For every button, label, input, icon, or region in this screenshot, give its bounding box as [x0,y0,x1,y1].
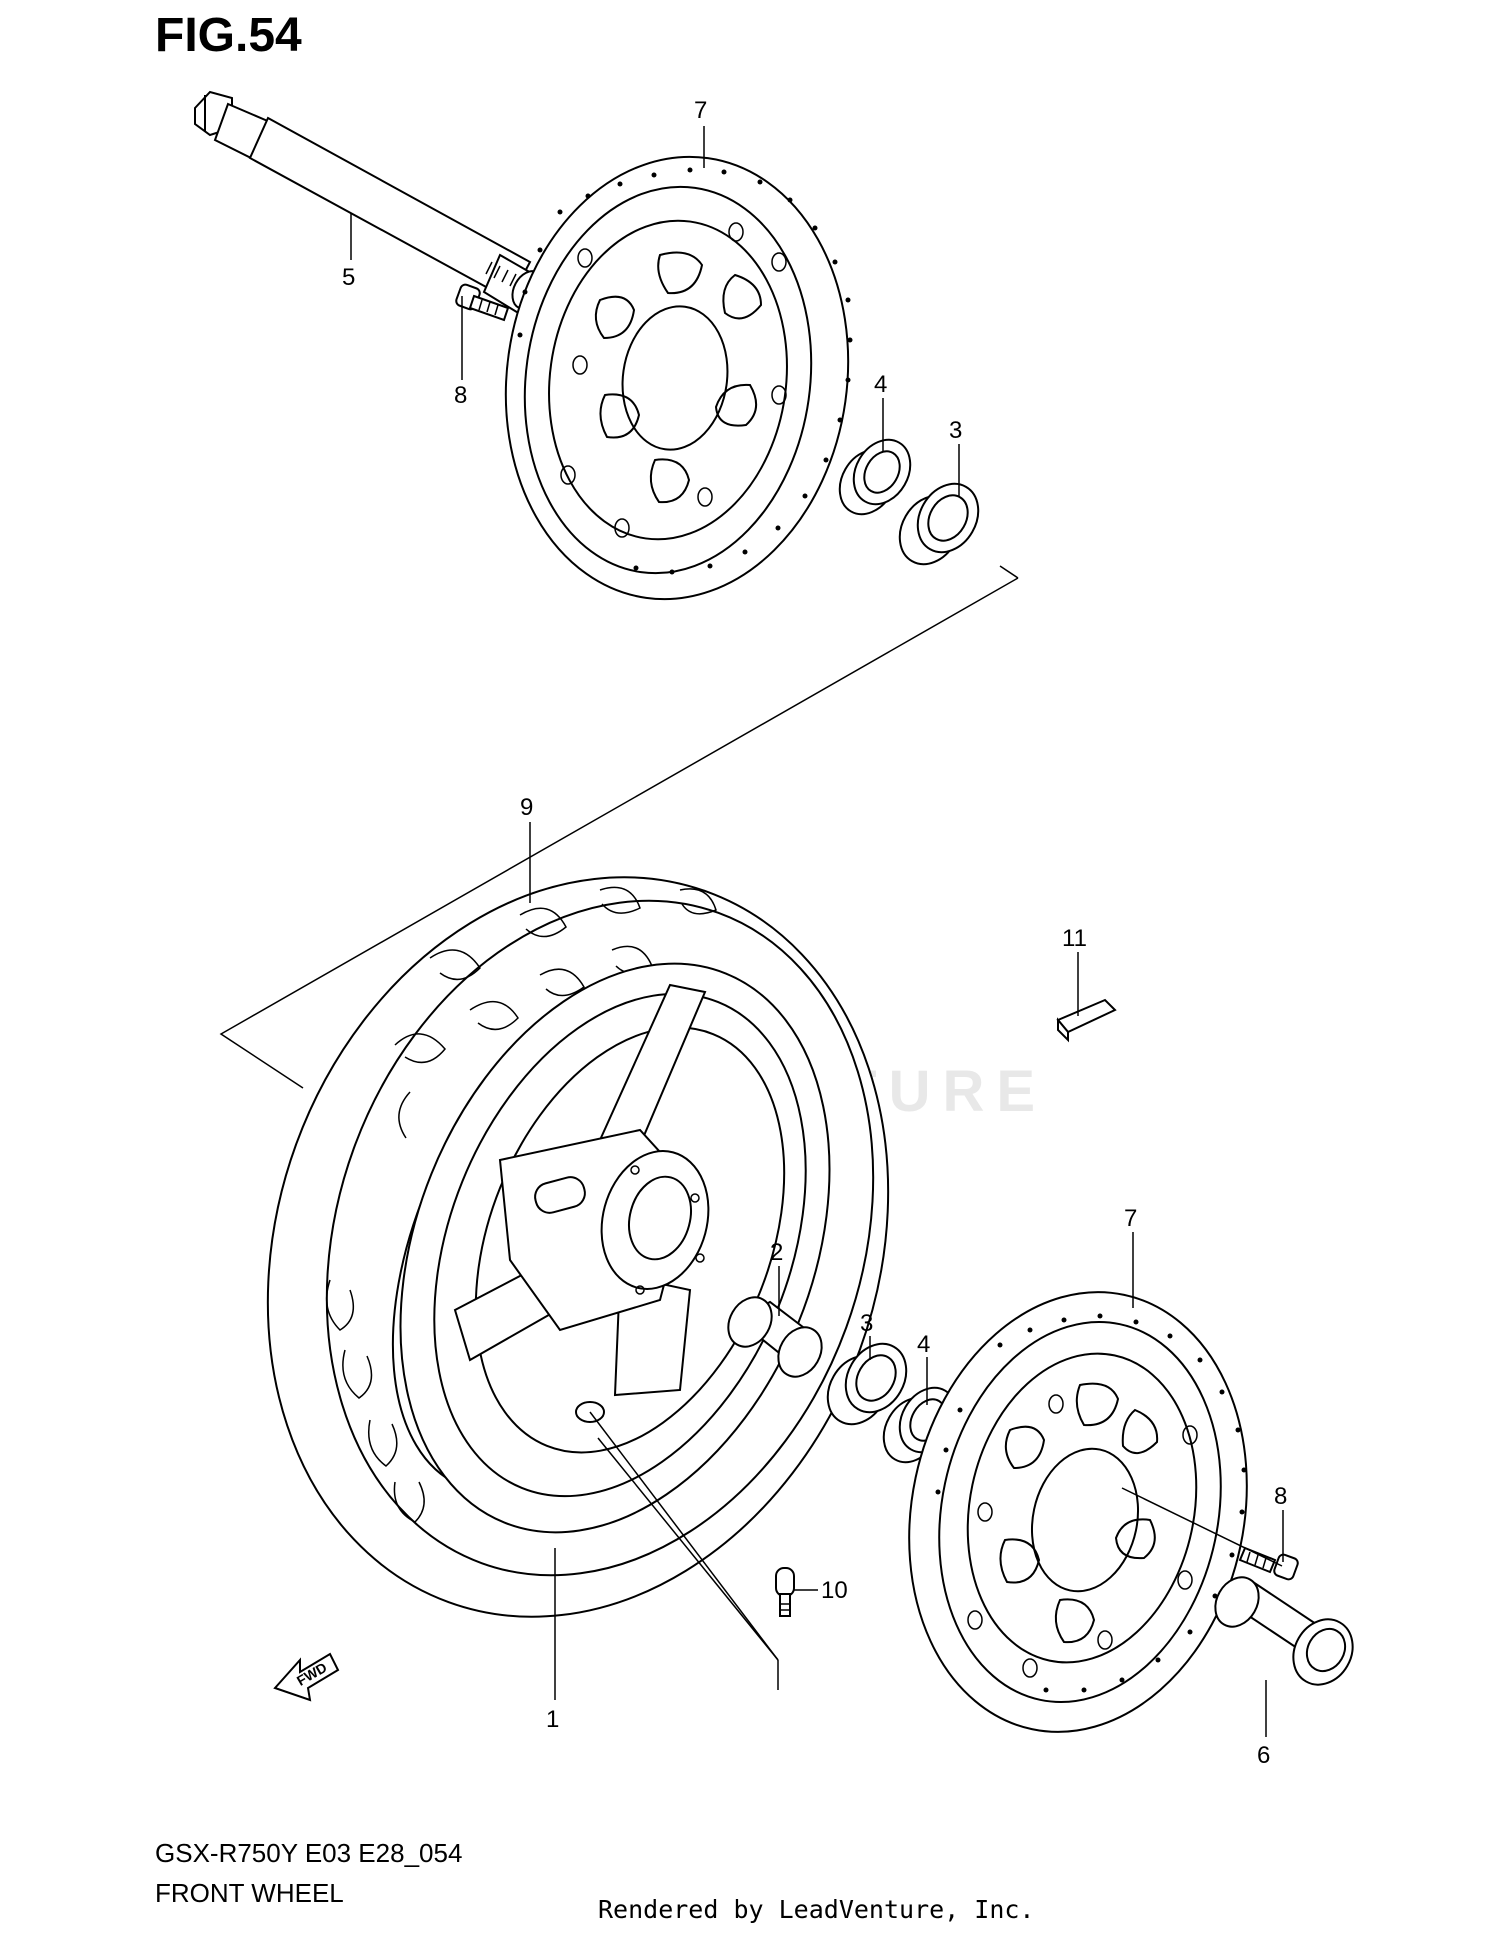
callout-4-lower: 4 [917,1331,930,1358]
callout-11: 11 [1062,925,1087,952]
disc-bolt-lower[interactable] [1238,1546,1299,1581]
figure-title: FIG.54 [155,9,302,62]
callout-7-lower: 7 [1124,1205,1137,1232]
spacer-collar-lower[interactable] [1207,1569,1365,1695]
bearing-lower[interactable] [816,1333,918,1435]
brake-disc-lower[interactable] [869,1260,1286,1763]
callout-8-lower: 8 [1274,1483,1287,1510]
callout-7-top: 7 [694,97,707,124]
leader-lines [350,126,1284,1737]
callout-9: 9 [520,794,533,821]
callout-2: 2 [770,1239,783,1266]
model-code: GSX-R750Y E03 E28_054 [155,1838,463,1868]
callout-8-top: 8 [454,382,467,409]
fwd-arrow-icon: FWD [273,1652,340,1702]
brake-disc-top[interactable] [478,135,876,622]
tire-valve[interactable] [775,1567,795,1617]
callout-6: 6 [1257,1742,1270,1769]
callout-1: 1 [546,1706,559,1733]
spacer-collar[interactable] [720,1289,831,1384]
bearing-top[interactable] [888,473,990,575]
rendered-by: Rendered by LeadVenture, Inc. [598,1895,1035,1924]
assembly-guide-lines [219,565,1019,1089]
callout-3-lower: 3 [860,1310,873,1337]
callout-5: 5 [342,264,355,291]
section-name: FRONT WHEEL [155,1878,344,1908]
callout-3-top: 3 [949,417,962,444]
callout-4-top: 4 [874,371,887,398]
balance-weight[interactable] [1056,998,1117,1043]
front-axle[interactable] [194,90,550,316]
front-wheel[interactable] [321,899,910,1596]
callout-labels: 7 5 8 4 3 9 11 2 3 4 7 8 10 1 6 [342,97,1287,1769]
dust-seal-top[interactable] [828,430,921,525]
callout-10: 10 [821,1577,848,1604]
